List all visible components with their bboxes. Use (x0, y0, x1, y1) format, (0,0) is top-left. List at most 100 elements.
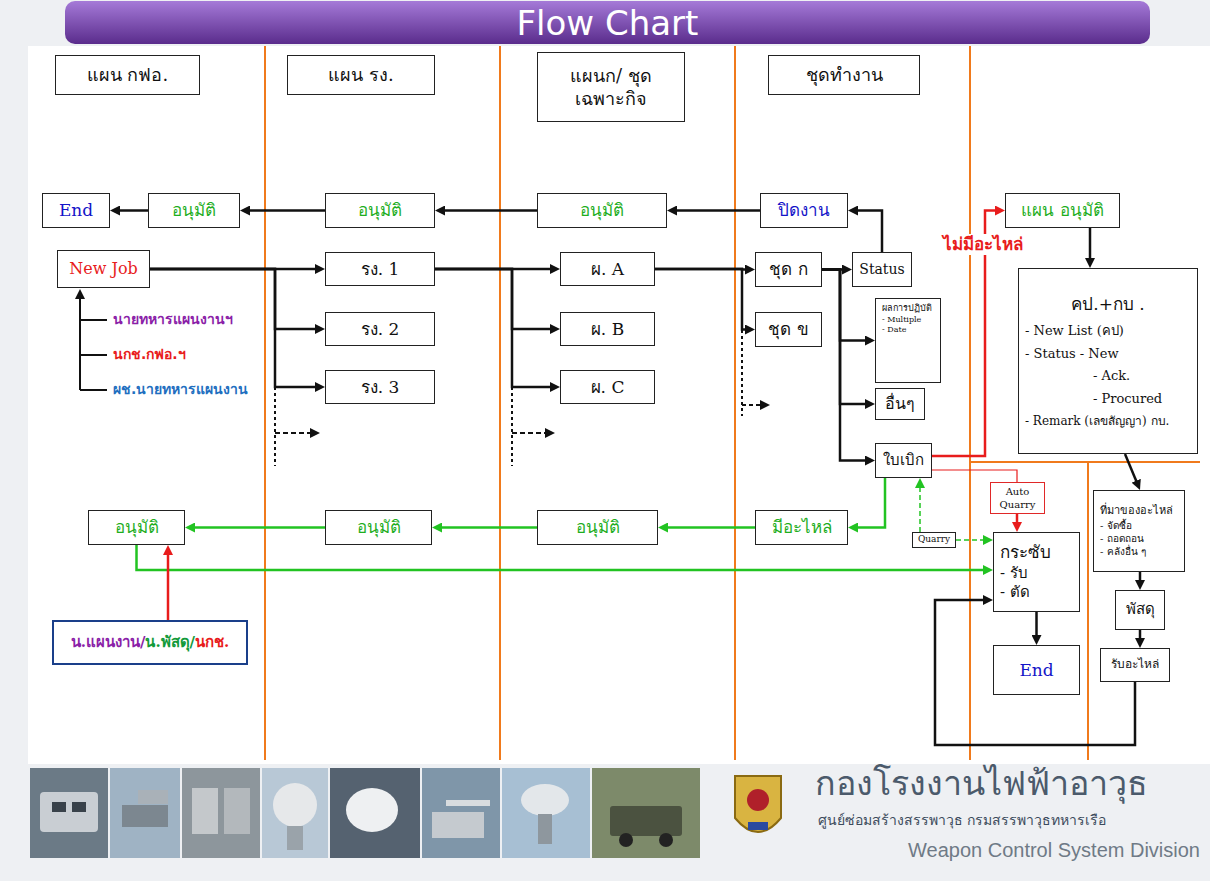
approve-box: อนุมัติ (537, 510, 658, 545)
connector (435, 269, 553, 329)
requisition-box: ใบเบิก (875, 443, 932, 478)
turret-window (72, 802, 86, 812)
dotted-arrow (512, 432, 548, 434)
connector (435, 269, 553, 387)
connector (919, 485, 921, 532)
node-text: นกช. (195, 633, 229, 653)
connector (822, 270, 868, 461)
node-text: คป.+กบ . (1071, 290, 1144, 320)
lane-header: แผนก/ ชุดเฉพาะกิจ (537, 52, 685, 122)
node-text: ชุด ข (768, 318, 808, 340)
photo (422, 768, 500, 858)
process-box: ชุด ก (755, 252, 822, 287)
node-text: - New List (คป) (1025, 320, 1124, 343)
radar-shape (521, 784, 569, 816)
node-text: อนุมัติ (358, 199, 402, 221)
lane-divider (264, 46, 266, 760)
node-text: อนุมัติ (115, 516, 159, 538)
node-text: ชุดทำงาน (806, 63, 883, 86)
node-text: - Remark (เลขสัญญา) กบ. (1025, 411, 1169, 432)
requester-label: นกช.กฟอ.ฯ (113, 346, 186, 363)
node-text: - คลังอื่น ๆ (1100, 545, 1146, 558)
launcher-shape (138, 790, 168, 804)
node-text: End (1019, 659, 1053, 681)
emblem-shield (735, 776, 781, 832)
process-box: ชุด ข (755, 312, 822, 347)
process-box: รง. 1 (325, 252, 435, 286)
photo (502, 768, 590, 858)
mast-shape (538, 814, 552, 844)
query-box: Auto Quarry (990, 482, 1045, 514)
connector (137, 545, 987, 570)
dotted-line (274, 387, 276, 466)
node-text: รง. 2 (361, 318, 400, 340)
wheel-shape (619, 833, 633, 847)
process-box: รง. 2 (325, 312, 435, 346)
approve-box: อนุมัติ (325, 193, 435, 228)
approve-box: อนุมัติ (325, 510, 432, 545)
node-text: ผ. A (591, 258, 624, 280)
node-text: - จัดซื้อ (1100, 519, 1132, 532)
connector (855, 211, 882, 253)
tree-stub (80, 319, 107, 321)
process-box: ผ. A (560, 252, 655, 286)
gun-shape (432, 812, 484, 838)
emblem (735, 776, 781, 832)
node-text: น.แผนงาน/ (71, 633, 146, 653)
node-text: - Status - New (1025, 343, 1119, 366)
slide-panel (28, 46, 1210, 764)
connector (822, 270, 868, 405)
connector (442, 209, 537, 212)
node-text: พัสดุ (1126, 600, 1155, 620)
edge-label: ไม่มีอะไหล่ (940, 234, 1026, 255)
node-text: รับอะไหล่ (1111, 657, 1159, 673)
approve-box: อนุมัติ (88, 510, 185, 545)
barrel-shape (446, 800, 490, 806)
connector (167, 552, 170, 620)
node-text: - ตัด (1000, 583, 1030, 603)
turret-window (52, 802, 66, 812)
process-box: Status (852, 252, 912, 287)
connector (665, 526, 755, 529)
node-text: อื่นๆ (885, 394, 915, 415)
title-bar (65, 1, 1150, 44)
tree-line (79, 296, 81, 390)
vehicle-shape (610, 806, 682, 836)
requester-label: นายทหารแผนงานฯ (113, 311, 233, 328)
process-box: รง. 3 (325, 370, 435, 404)
photo (592, 768, 700, 858)
photo-strip (30, 768, 700, 858)
photo (110, 768, 180, 858)
node-text: รง. 3 (361, 376, 400, 398)
connector (150, 269, 318, 387)
lane-divider (499, 46, 501, 760)
lane-header: แผน รง. (287, 55, 435, 95)
source-box: ที่มาของอะไหล่- จัดซื้อ- ถอดถอน- คลังอื่… (1093, 490, 1185, 572)
process-box: พัสดุ (1115, 590, 1165, 630)
node-text: แผน กฟอ. (87, 63, 168, 86)
query-box: Quarry (912, 532, 956, 548)
start-box: New Job (57, 250, 150, 288)
photo (182, 768, 260, 858)
process-box: ผ. B (560, 312, 655, 346)
emblem-band (748, 822, 768, 830)
node-text: - Procured (1025, 388, 1162, 411)
tree-stub (80, 389, 107, 391)
node-text: - Ack. (1025, 365, 1130, 388)
tray-box: กระซับ- รับ- ตัด (993, 532, 1080, 612)
requester-tree (80, 296, 107, 390)
node-text: - Multiple (882, 315, 921, 325)
lane-dividers (265, 46, 1200, 760)
dotted-arrow (742, 404, 763, 406)
lane-header: แผน กฟอ. (55, 55, 200, 95)
region-divider (970, 461, 1200, 463)
node-text: Auto Quarry (995, 485, 1040, 511)
node-text: ผ. C (591, 376, 625, 398)
connector (1089, 228, 1092, 261)
lane-header: ชุดทำงาน (768, 55, 920, 95)
node-text: น.พัสดุ/ (145, 633, 195, 653)
node-text: - ถอดถอน (1100, 532, 1144, 545)
box-shape (192, 788, 218, 834)
node-text: มีอะไหล่ (772, 516, 832, 538)
